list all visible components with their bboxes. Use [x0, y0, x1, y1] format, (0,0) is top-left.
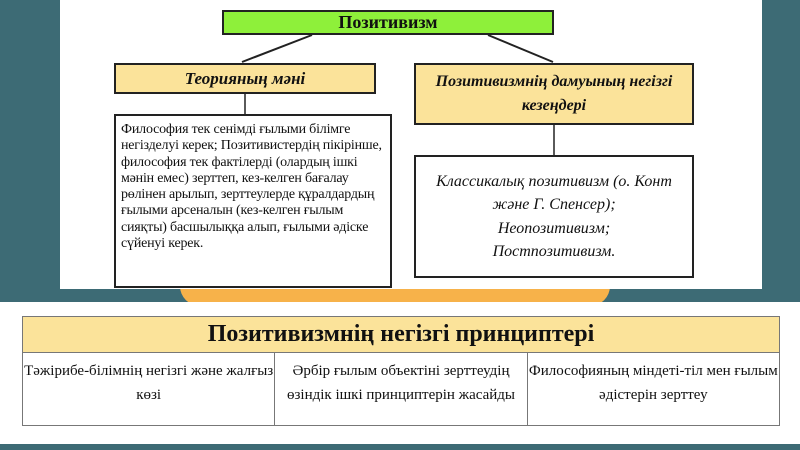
- table-cell: Философияның міндеті-тіл мен ғылым әдіст…: [528, 363, 778, 403]
- table-title: Позитивизмнің негізгі принциптері: [23, 317, 779, 353]
- principles-table: Позитивизмнің негізгі принциптері Тәжіри…: [22, 316, 780, 426]
- right-text-node: Классикалық позитивизм (о. Конт және Г. …: [414, 155, 694, 278]
- right-heading-node: Позитивизмнің дамуының негізгі кезеңдері: [414, 63, 694, 125]
- left-heading-node: Теорияның мәні: [114, 63, 376, 94]
- stage-line: Классикалық позитивизм (о. Конт және Г. …: [436, 173, 672, 214]
- root-node: Позитивизм: [222, 10, 554, 35]
- table-row: Тәжірибе-білімнің негізгі және жалғыз кө…: [23, 353, 779, 425]
- table-cell: Тәжірибе-білімнің негізгі және жалғыз кө…: [23, 353, 276, 425]
- stage-line: Постпозитивизм.: [492, 242, 616, 260]
- stage-line: Неопозитивизм;: [497, 219, 611, 237]
- table-cell: Әрбір ғылым объектіні зерттеудің өзіндік…: [275, 353, 528, 425]
- decorative-orange-shape: [180, 286, 610, 306]
- connector-lines: [241, 34, 555, 155]
- left-text-node: Философия тек сенімді ғылыми білімге нег…: [114, 114, 392, 288]
